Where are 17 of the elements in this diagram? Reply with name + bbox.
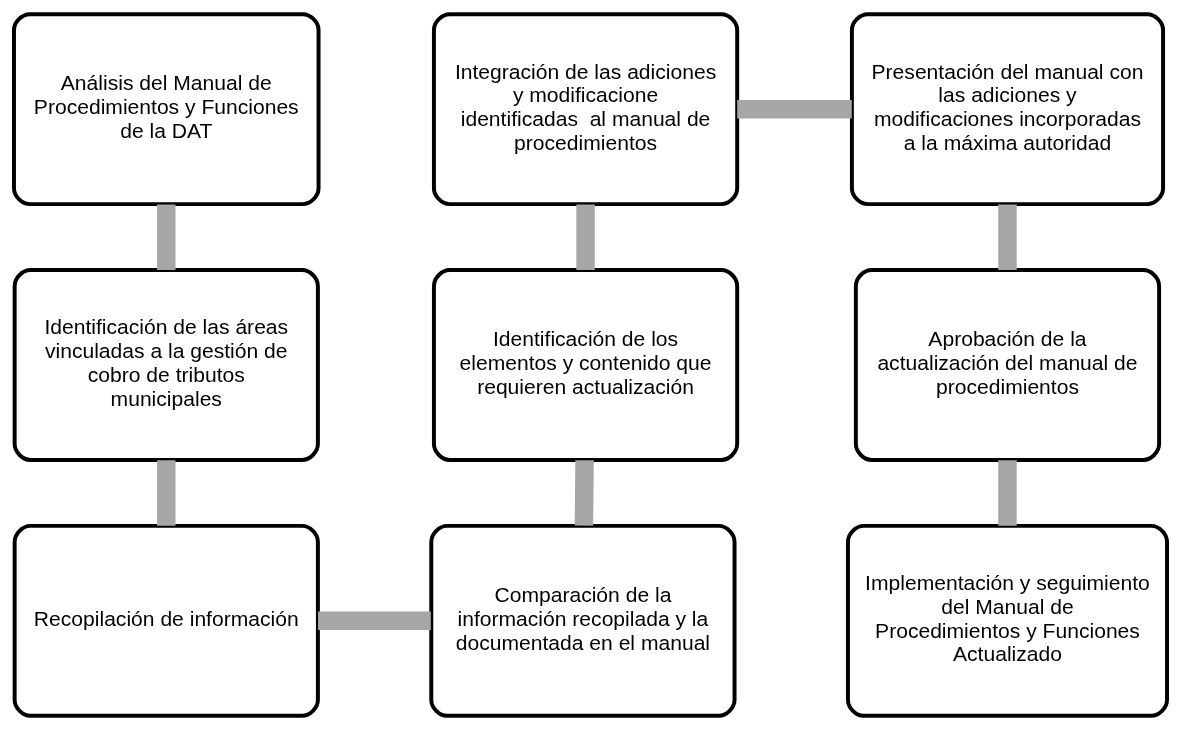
connector	[157, 203, 176, 270]
connector	[737, 99, 852, 118]
node-box: Integración de las adiciones y modificacione identificadas al manual de procedimientos	[431, 11, 740, 206]
connector	[318, 611, 431, 630]
connector	[998, 459, 1017, 526]
connector	[574, 459, 594, 526]
node-box: Implementación y seguimiento del Manual de Procedimientos y Funciones Actualizado	[845, 523, 1169, 718]
connector	[998, 203, 1017, 270]
connector	[157, 459, 176, 526]
node-box: Análisis del Manual de Procedimientos y Funciones de la DAT	[12, 11, 321, 206]
node-box: Identificación de las áreas vinculadas a la gestión de cobro de tributos municipales	[12, 267, 320, 462]
node-box: Comparación de la información recopilada y la documentada en el manual	[429, 523, 737, 718]
node-box: Recopilación de información	[12, 523, 320, 718]
node-box: Presentación del manual con las adiciones y modificaciones incorporadas a la máxima autoridad	[849, 11, 1166, 206]
node-box: Aprobación de la actualización del manual de procedimientos	[853, 267, 1162, 462]
connector	[576, 203, 595, 270]
node-box: Identificación de los elementos y contenido que requieren actualización	[431, 267, 740, 462]
